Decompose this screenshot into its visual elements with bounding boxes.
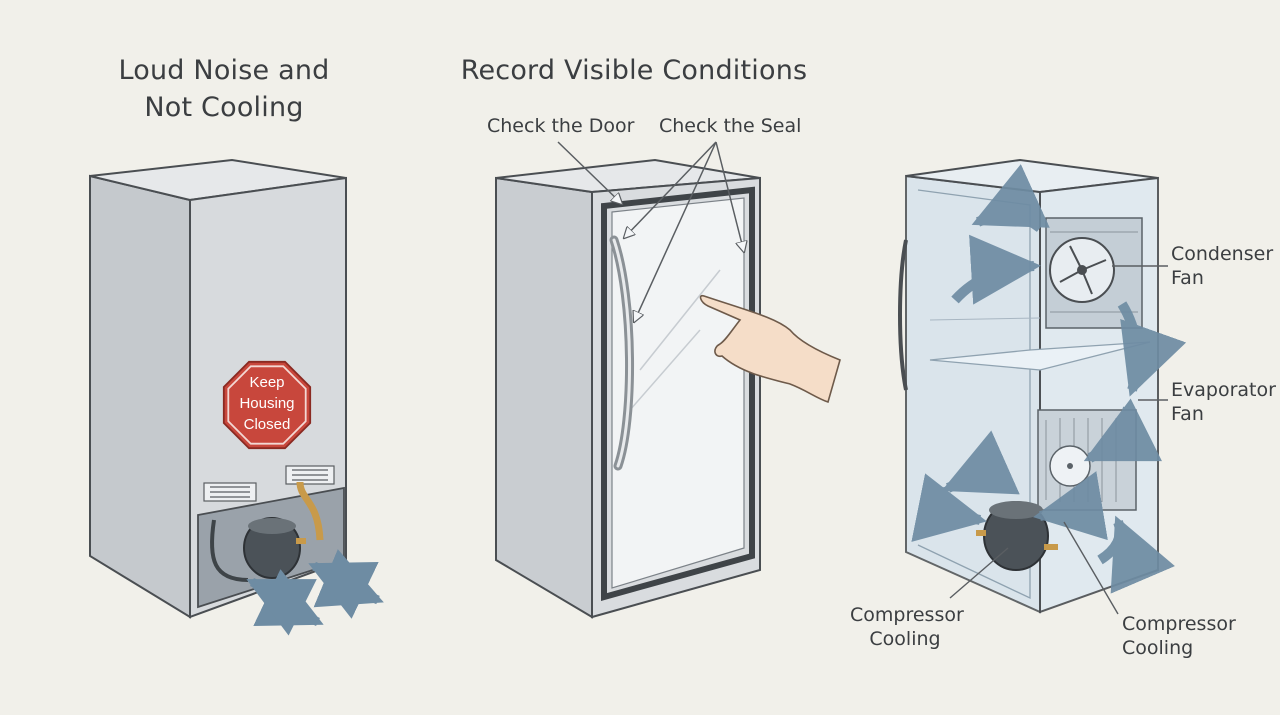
label-line: Cooling (1122, 637, 1194, 659)
callout-lines-cutaway (949, 265, 1168, 615)
panel-1-title: Loud Noise and Not Cooling (104, 52, 344, 126)
label-line: Compressor (1122, 613, 1236, 635)
door-seal (601, 186, 755, 601)
panel-1-title-line: Loud Noise and (118, 55, 330, 86)
airflow-arrows-cutaway (911, 164, 1187, 594)
stop-sign-line: Housing (239, 395, 295, 412)
stop-sign-line: Keep (249, 374, 285, 391)
label-line: Evaporator (1171, 379, 1276, 401)
panel-2-title: Record Visible Conditions (460, 55, 808, 86)
label-line: Cooling (869, 628, 941, 650)
vent-grille (203, 465, 335, 502)
stop-sign-line: Closed (243, 416, 291, 433)
label-line: Fan (1171, 403, 1204, 425)
label-condenser-fan: Condenser Fan (1171, 242, 1273, 290)
glass-door (611, 197, 745, 589)
label-evaporator-fan: Evaporator Fan (1171, 378, 1276, 426)
callout-lines-front (557, 141, 744, 322)
label-line: Fan (1171, 267, 1204, 289)
stop-sign-text: Keep Housing Closed (222, 372, 312, 435)
label-compressor-cooling-left: Compressor Cooling (850, 603, 964, 651)
compressor (976, 501, 1058, 571)
panel-1-title-line: Not Cooling (144, 92, 304, 123)
label-check-door: Check the Door (487, 115, 635, 137)
fridge-front-unit (495, 158, 761, 619)
stop-sign-icon (222, 360, 312, 450)
pointing-hand-icon (699, 294, 841, 404)
label-check-seal: Check the Seal (659, 115, 802, 137)
compressor (243, 517, 306, 579)
label-compressor-cooling-right: Compressor Cooling (1122, 612, 1236, 660)
label-line: Condenser (1171, 243, 1274, 265)
airflow-arrows-back (246, 549, 384, 636)
label-line: Compressor (850, 604, 964, 626)
